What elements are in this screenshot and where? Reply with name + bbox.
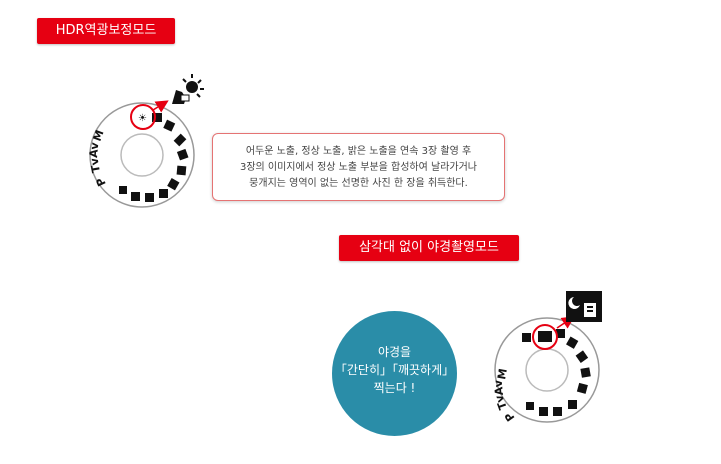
night-callout-bubble: 야경을 「간단히」「깨끗하게」 찍는다 ! <box>332 311 457 436</box>
hdr-description-box: 어두운 노출, 정상 노출, 밝은 노출을 연속 3장 촬영 후 3장의 이미지… <box>212 133 505 201</box>
description-line-1: 어두운 노출, 정상 노출, 밝은 노출을 연속 3장 촬영 후 <box>245 146 472 157</box>
dial-letter-tv-2: Tv <box>492 392 510 411</box>
description-line-2: 3장의 이미지에서 정상 노출 부분을 합성하여 날라가거나 <box>239 162 478 173</box>
dial-letter-tv: Tv <box>87 156 102 174</box>
dial-letter-m-2: M <box>495 367 510 380</box>
dial-letter-m: M <box>91 128 107 143</box>
bubble-line-1: 야경을 <box>377 345 412 359</box>
dial-mode-icons <box>119 113 189 202</box>
bubble-line-2: 「간단히」「깨끗하게」 <box>334 363 455 377</box>
dial-letter-av-2: Av <box>492 379 506 396</box>
hdr-mode-label: HDR역광보정모드 <box>37 18 175 44</box>
svg-text:☀: ☀ <box>138 113 147 124</box>
hdr-backlight-icon <box>172 74 204 104</box>
night-mode-label: 삼각대 없이 야경촬영모드 <box>339 235 519 261</box>
mode-dial-night: M Av Tv P <box>492 316 600 424</box>
dial-mode-icons-2 <box>522 329 591 416</box>
bubble-line-3: 찍는다 ! <box>373 381 416 395</box>
mode-dial-hdr: M Av Tv P ☀ <box>87 100 195 208</box>
description-line-3: 뭉개지는 영역이 없는 선명한 사진 한 장을 취득한다. <box>249 178 468 189</box>
dial-letter-av: Av <box>87 141 101 158</box>
handheld-night-icon <box>566 291 602 322</box>
